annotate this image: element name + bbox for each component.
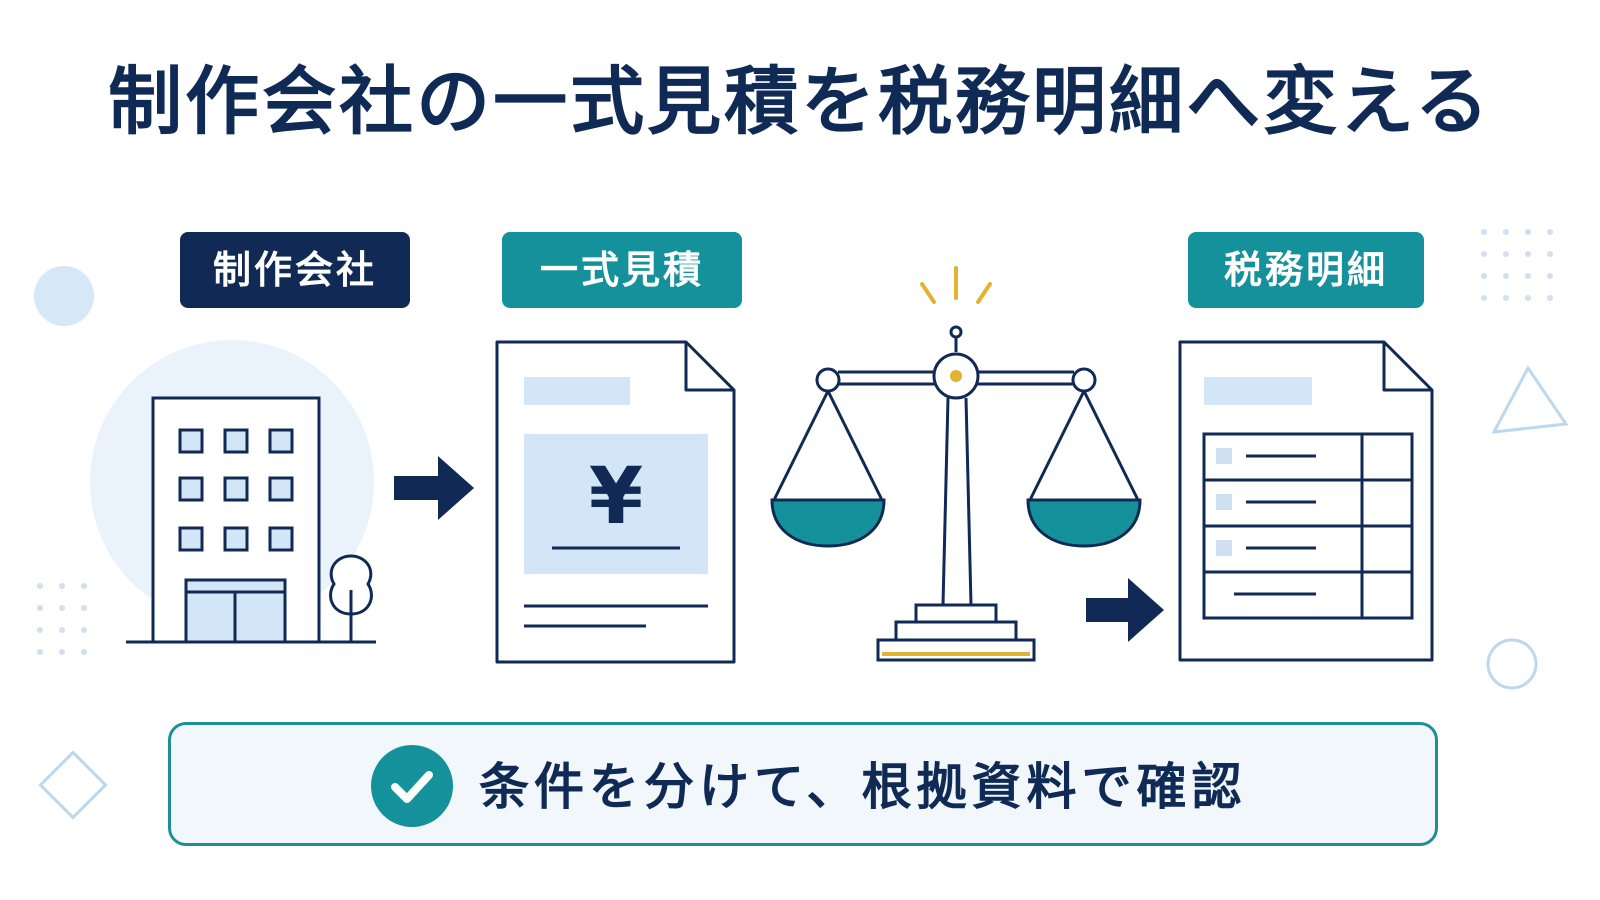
decor-circle-left xyxy=(34,266,94,326)
tax-detail-label: 税務明細 xyxy=(1188,232,1424,308)
check-icon xyxy=(371,745,453,827)
arrow-right-icon xyxy=(394,456,474,520)
confirmation-banner: 条件を分けて、根拠資料で確認 xyxy=(168,722,1438,846)
yen-symbol: ¥ xyxy=(589,452,643,542)
decor-triangle xyxy=(1491,365,1569,434)
estimate-document-icon: ¥ xyxy=(495,340,736,664)
decor-diamond xyxy=(38,750,108,820)
confirmation-message: 条件を分けて、根拠資料で確認 xyxy=(479,758,1247,816)
page-title: 制作会社の一式見積を税務明細へ変える xyxy=(108,59,1492,145)
estimate-label: 一式見積 xyxy=(502,232,742,308)
decor-dots-left xyxy=(37,583,87,655)
company-label: 制作会社 xyxy=(180,232,410,308)
arrow-right-icon-2 xyxy=(1086,578,1164,642)
building-icon xyxy=(90,340,376,644)
decor-ring xyxy=(1486,638,1538,690)
sparkle-icon xyxy=(920,282,936,304)
tax-detail-document-icon xyxy=(1178,340,1434,662)
decor-dots-right xyxy=(1481,229,1553,301)
tree-icon xyxy=(329,554,373,642)
balance-scale-icon xyxy=(770,266,1142,662)
